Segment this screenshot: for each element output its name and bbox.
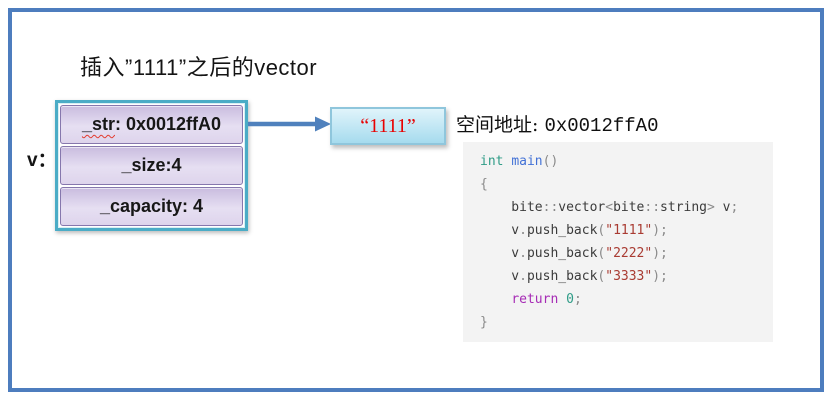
code-token: );	[652, 246, 668, 261]
code-line: bite::vector<bite::string> v;	[480, 200, 738, 215]
struct-field-text: _capacity: 4	[99, 196, 204, 216]
code-token: ::	[542, 200, 559, 215]
code-token: int	[480, 154, 504, 169]
code-token: }	[480, 315, 488, 330]
code-token: .	[519, 269, 527, 284]
code-token: string	[660, 200, 708, 215]
struct-field-row: _size:4	[60, 146, 243, 185]
code-token: >	[707, 200, 715, 215]
code-token: "1111"	[605, 223, 653, 238]
code-token: ;	[730, 200, 739, 215]
struct-field-text: : 0x0012ffA0	[114, 114, 222, 134]
code-line: return 0;	[480, 292, 582, 307]
code-token: v	[480, 223, 520, 238]
code-token: vector	[558, 200, 606, 215]
code-token: bite	[613, 200, 645, 215]
code-token: ;	[573, 292, 582, 307]
code-token: v	[480, 269, 520, 284]
code-line: }	[480, 315, 488, 330]
code-token: ::	[644, 200, 661, 215]
heap-value-text: “1111”	[360, 114, 416, 137]
code-token: 0	[566, 292, 574, 307]
code-token: (	[597, 223, 606, 238]
struct-field-row: _capacity: 4	[60, 187, 243, 226]
code-token: main	[511, 154, 543, 169]
vector-struct-box: _str: 0x0012ffA0 _size:4 _capacity: 4	[55, 100, 248, 231]
struct-field-text: _size:4	[121, 155, 182, 175]
code-token: "3333"	[605, 269, 653, 284]
code-token: bite	[480, 200, 543, 215]
code-token: "2222"	[605, 246, 653, 261]
code-token: .	[519, 223, 527, 238]
code-token	[558, 292, 566, 307]
address-value: 0x0012ffA0	[544, 115, 659, 137]
struct-field-text: _str	[81, 114, 115, 134]
code-token	[480, 292, 511, 307]
code-token: .	[519, 246, 527, 261]
code-token: v	[480, 246, 520, 261]
code-line: v.push_back("3333");	[480, 269, 668, 284]
address-label: 空间地址:	[456, 114, 545, 136]
variable-label: v：	[27, 150, 57, 171]
code-token: );	[652, 223, 668, 238]
code-token: push_back	[526, 269, 598, 284]
code-token: {	[480, 177, 488, 192]
diagram-title: 插入”1111”之后的vector	[80, 55, 318, 80]
code-token: return	[511, 292, 559, 307]
code-line: int main()	[480, 154, 558, 169]
code-token: v	[714, 200, 731, 215]
code-line: v.push_back("2222");	[480, 246, 668, 261]
slide-border	[8, 8, 824, 392]
struct-field-row: _str: 0x0012ffA0	[60, 105, 243, 144]
code-line: {	[480, 177, 488, 192]
address-line: 空间地址: 0x0012ffA0	[456, 110, 658, 137]
code-token: );	[652, 269, 668, 284]
code-token: ()	[542, 154, 559, 169]
code-token: <	[605, 200, 614, 215]
pointer-arrow	[248, 116, 331, 132]
heap-value-box: “1111”	[330, 107, 446, 145]
code-token: push_back	[526, 223, 598, 238]
code-token: (	[597, 246, 606, 261]
code-line: v.push_back("1111");	[480, 223, 668, 238]
code-token: push_back	[526, 246, 598, 261]
code-token: (	[597, 269, 606, 284]
code-block: int main() { bite::vector<bite::string> …	[463, 142, 773, 342]
